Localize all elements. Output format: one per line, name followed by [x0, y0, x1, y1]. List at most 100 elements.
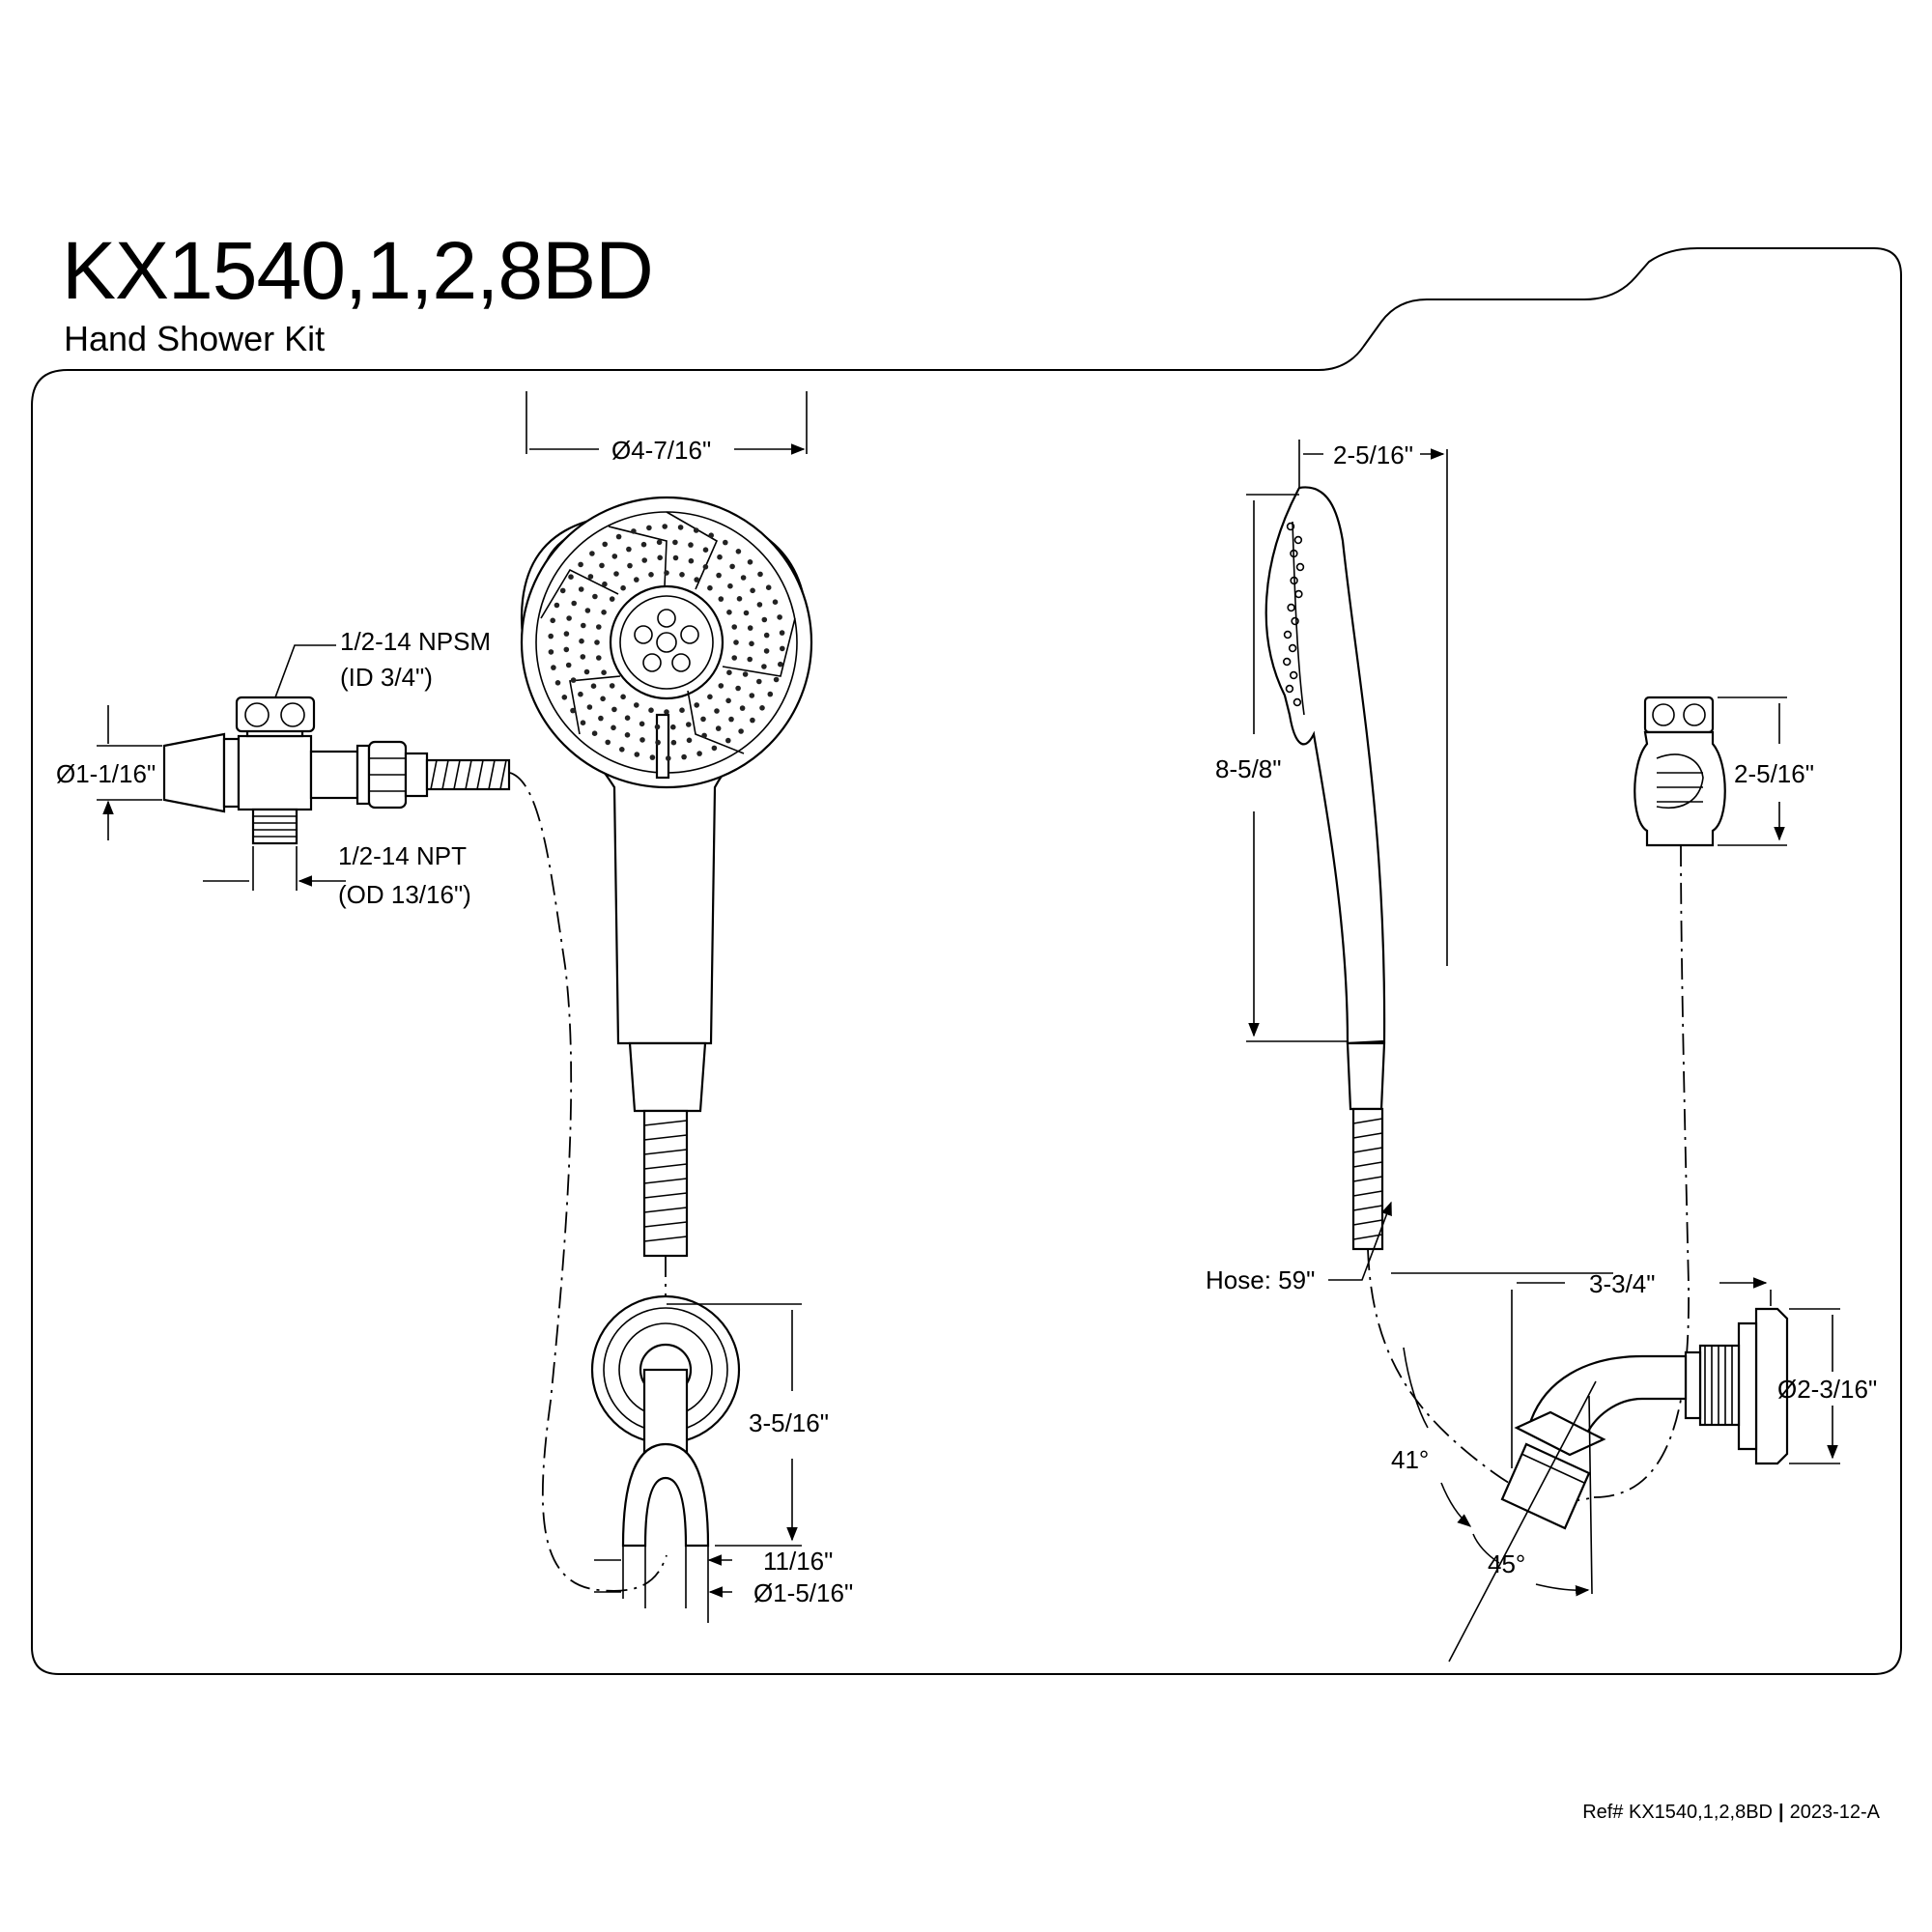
spray-nozzle: [681, 753, 687, 760]
npsm-label: 1/2-14 NPSM: [340, 627, 491, 656]
spray-nozzle: [563, 646, 570, 653]
spray-nozzle: [624, 732, 631, 738]
spray-nozzle: [664, 570, 669, 576]
spray-nozzle: [581, 622, 586, 629]
spray-nozzle: [571, 600, 577, 607]
spray-nozzle: [596, 624, 602, 630]
spray-nozzle: [696, 751, 702, 756]
spray-nozzle: [664, 709, 669, 715]
spray-nozzle: [747, 656, 753, 663]
spray-nozzle: [688, 542, 694, 548]
page-subtitle: Hand Shower Kit: [64, 319, 326, 358]
spray-nozzle: [670, 724, 676, 730]
spray-nozzle: [742, 671, 749, 677]
npsm-id-label: (ID 3/4"): [340, 663, 433, 692]
spray-nozzle: [570, 707, 576, 714]
hose-path-right: [1367, 1248, 1595, 1502]
spray-nozzle: [649, 754, 656, 760]
spray-nozzle: [586, 704, 593, 710]
spray-nozzle: [780, 645, 785, 652]
side-nozzle: [1289, 670, 1298, 680]
spray-nozzle: [718, 596, 724, 602]
spray-nozzle: [634, 752, 640, 757]
spray-nozzle: [700, 716, 706, 723]
spray-nozzle: [749, 640, 754, 647]
spray-nozzle: [707, 584, 713, 591]
spray-nozzle: [648, 572, 654, 578]
spray-nozzle: [773, 676, 780, 683]
side-nozzle: [1293, 535, 1303, 545]
spray-nozzle: [686, 737, 693, 744]
flange-diameter-label: Ø2-3/16": [1777, 1375, 1877, 1404]
side-nozzle: [1291, 616, 1299, 626]
spray-nozzle: [619, 747, 625, 753]
side-nozzle: [1285, 684, 1294, 694]
spray-nozzle: [750, 717, 755, 724]
spray-nozzle: [728, 716, 734, 723]
spray-nozzle: [702, 564, 709, 570]
page-title: KX1540,1,2,8BD: [62, 225, 654, 316]
spray-nozzle: [670, 739, 677, 746]
spray-nozzle: [584, 608, 591, 613]
spray-nozzle: [554, 602, 560, 609]
spray-nozzle: [716, 572, 722, 579]
spray-nozzle: [747, 625, 753, 631]
side-nozzle: [1282, 657, 1292, 667]
spray-nozzle: [677, 525, 684, 530]
spray-nozzle: [615, 533, 622, 540]
spray-nozzle: [672, 539, 678, 546]
spray-nozzle: [613, 571, 619, 577]
spray-nozzle: [591, 730, 598, 736]
side-nozzle: [1294, 589, 1303, 599]
spray-nozzle: [694, 577, 699, 582]
head-diameter-label: Ø4-7/16": [611, 436, 711, 465]
shower-head-side: [1264, 486, 1386, 1251]
spray-nozzle: [594, 639, 600, 645]
spray-nozzle: [598, 715, 604, 722]
spray-nozzle: [639, 737, 645, 743]
spray-nozzle: [611, 706, 617, 713]
spray-nozzle: [592, 593, 598, 600]
spray-nozzle: [747, 559, 753, 565]
spray-nozzle: [672, 554, 679, 561]
spray-nozzle: [656, 539, 663, 546]
spray-nozzle: [735, 549, 742, 554]
side-nozzle: [1287, 603, 1295, 612]
wall-holder-front: [590, 1294, 741, 1548]
spray-nozzle: [580, 720, 586, 725]
spray-nozzle: [568, 574, 574, 580]
spray-nozzle: [701, 732, 707, 739]
holder-width-label: 11/16": [763, 1547, 833, 1576]
spray-nozzle: [756, 678, 762, 685]
holder-height-label: 3-5/16": [749, 1408, 829, 1437]
spray-nozzle: [707, 694, 713, 700]
connector-height-label: 2-5/16": [1734, 759, 1814, 788]
spray-nozzle: [761, 616, 768, 623]
spray-nozzle: [740, 575, 747, 581]
spray-nozzle: [761, 664, 767, 669]
spray-nozzle: [566, 615, 572, 621]
spray-nozzle: [589, 551, 595, 556]
bracket-projection-label: 3-3/4": [1589, 1269, 1656, 1298]
spray-nozzle: [725, 697, 731, 704]
reference-number: Ref# KX1540,1,2,8BD: [1582, 1802, 1773, 1823]
spray-nozzle: [655, 739, 661, 746]
spray-nozzle: [551, 665, 556, 670]
spray-nozzle: [763, 648, 770, 654]
spray-nozzle: [626, 546, 632, 553]
spray-nozzle: [648, 707, 654, 713]
spray-nozzle: [609, 683, 615, 689]
spray-nozzle: [640, 541, 647, 548]
head-depth-label: 2-5/16": [1333, 440, 1413, 469]
spray-nozzle: [654, 724, 661, 730]
spray-nozzle: [580, 654, 586, 660]
spray-nozzle: [601, 610, 607, 615]
side-nozzle: [1290, 576, 1298, 585]
side-nozzle: [1283, 630, 1293, 639]
spray-nozzle: [631, 528, 637, 534]
spray-nozzle: [605, 739, 611, 746]
spray-nozzle: [733, 639, 739, 645]
spray-nozzle: [590, 683, 597, 689]
spray-nozzle: [587, 574, 594, 580]
spray-nozzle: [620, 694, 626, 700]
